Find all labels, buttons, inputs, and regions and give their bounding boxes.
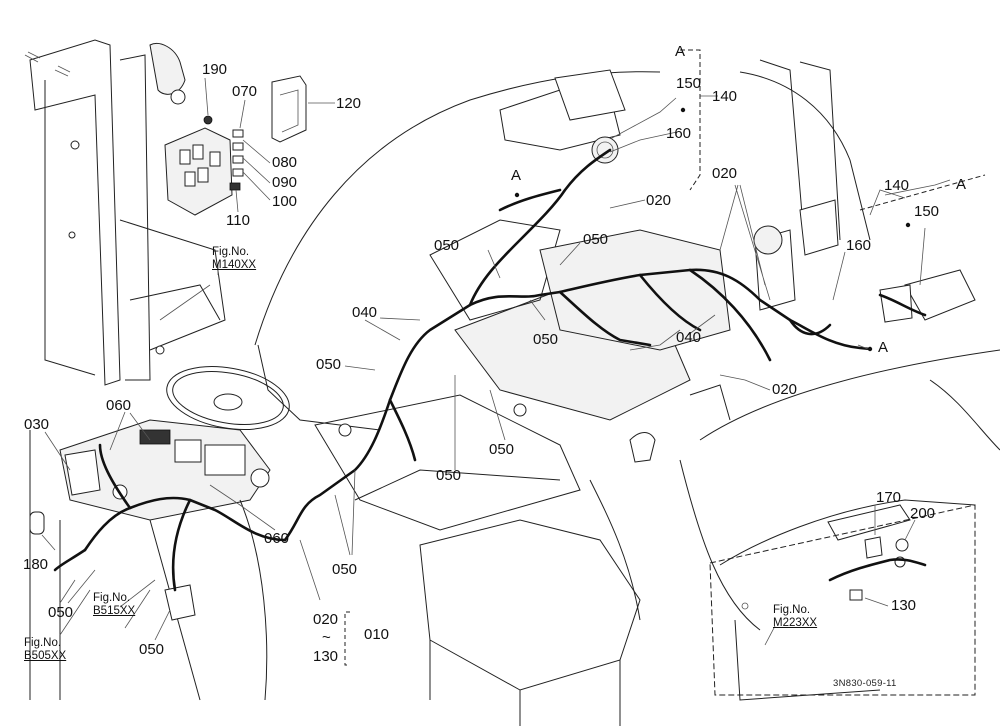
- part-label-020: 020: [772, 381, 798, 398]
- junction-dot: [905, 222, 911, 228]
- part-label-160: 160: [846, 237, 872, 254]
- part-label-050: 050: [533, 331, 559, 348]
- part-label-050: 050: [489, 441, 515, 458]
- junction-dot: [867, 346, 873, 352]
- steering-wheel: [166, 366, 290, 430]
- part-label-070: 070: [232, 83, 258, 100]
- part-label-170: 170: [876, 489, 902, 506]
- part-label-020: 020: [646, 192, 672, 209]
- marker-a: A: [956, 176, 967, 193]
- part-label-040: 040: [676, 329, 702, 346]
- part-label-200: 200: [910, 505, 936, 522]
- part-label-110: 110: [226, 212, 250, 229]
- figure-ref-b505xx: Fig.No. B505XX: [24, 637, 66, 663]
- figure-ref-b515xx: Fig.No. B515XX: [93, 592, 135, 618]
- part-label-050: 050: [583, 231, 609, 248]
- figure-ref-code: M140XX: [212, 259, 257, 271]
- part-label-130: 130: [891, 597, 917, 614]
- range-separator: ~: [322, 629, 331, 646]
- part-label-190: 190: [202, 61, 228, 78]
- figure-ref-code: B515XX: [93, 605, 136, 617]
- diagram-code: 3N830-059-11: [833, 678, 897, 689]
- part-label-050: 050: [436, 467, 462, 484]
- part-label-160: 160: [666, 125, 692, 142]
- part-label-150: 150: [914, 203, 940, 220]
- marker-a: A: [878, 339, 889, 356]
- leader-lines: [41, 77, 951, 646]
- figure-ref-code: M223XX: [773, 617, 818, 629]
- figure-ref-m140xx: Fig.No. M140XX: [212, 246, 256, 272]
- part-label-130: 130: [313, 648, 339, 665]
- figure-ref-prefix: Fig.No.: [773, 604, 811, 616]
- relay-bracket: [164, 75, 307, 216]
- part-label-050: 050: [139, 641, 165, 658]
- part-label-140: 140: [712, 88, 738, 105]
- part-label-050: 050: [316, 356, 342, 373]
- left-frame-panel: [24, 39, 226, 386]
- part-label-140: 140: [884, 177, 910, 194]
- part-label-180: 180: [23, 556, 49, 573]
- figure-ref-prefix: Fig.No.: [24, 637, 62, 649]
- part-label-090: 090: [272, 174, 298, 191]
- part-label-150: 150: [676, 75, 702, 92]
- figure-ref-m223xx: Fig.No. M223XX: [773, 604, 817, 630]
- part-label-060: 060: [106, 397, 132, 414]
- figure-ref-prefix: Fig.No.: [212, 246, 250, 258]
- part-label-100: 100: [272, 193, 298, 210]
- part-label-060: 060: [264, 530, 290, 547]
- inset-detail: [719, 499, 976, 701]
- part-label-040: 040: [352, 304, 378, 321]
- junction-dot: [680, 107, 686, 113]
- part-label-050: 050: [434, 237, 460, 254]
- part-label-020: 020: [712, 165, 738, 182]
- figure-ref-code: B505XX: [24, 650, 67, 662]
- junction-dot: [514, 192, 520, 198]
- part-label-030: 030: [24, 416, 50, 433]
- part-label-050: 050: [48, 604, 74, 621]
- dashed-region-boxes: [344, 49, 986, 696]
- marker-a: A: [675, 43, 686, 60]
- part-label-050: 050: [332, 561, 358, 578]
- main-wire-harness: [53, 148, 927, 592]
- part-label-080: 080: [272, 154, 298, 171]
- part-label-010: 010: [364, 626, 390, 643]
- part-label-120: 120: [336, 95, 362, 112]
- marker-a: A: [511, 167, 522, 184]
- figure-ref-prefix: Fig.No.: [93, 592, 131, 604]
- floor-and-console: [314, 69, 976, 726]
- part-label-020: 020: [313, 611, 339, 628]
